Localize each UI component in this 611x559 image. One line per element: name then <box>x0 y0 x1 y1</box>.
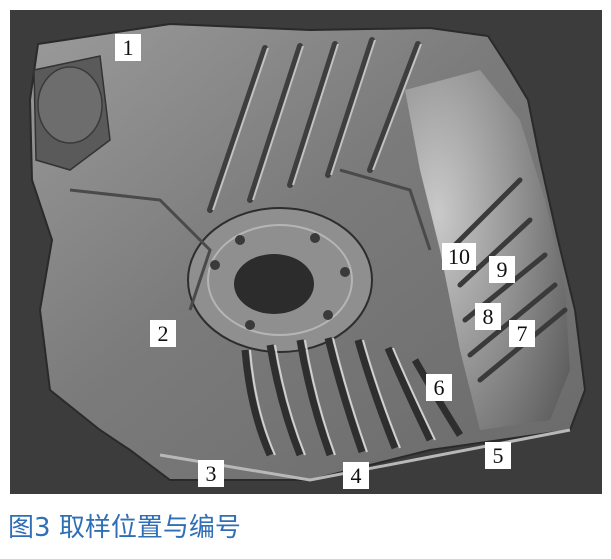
flange-holes <box>210 233 350 330</box>
casting-figure: 1 2 3 4 5 6 7 8 9 10 <box>10 10 602 494</box>
sample-label-10: 10 <box>442 243 476 270</box>
sample-label-4: 4 <box>343 462 369 489</box>
sample-label-5: 5 <box>485 442 511 469</box>
sample-label-7: 7 <box>509 320 535 347</box>
central-bore <box>234 254 314 314</box>
sample-label-1: 1 <box>115 34 141 61</box>
figure-caption: 图3 取样位置与编号 <box>8 508 241 548</box>
sample-label-2: 2 <box>150 320 176 347</box>
figure-title: 取样位置与编号 <box>58 513 241 543</box>
sample-label-3: 3 <box>198 460 224 487</box>
top-ribs <box>207 37 421 213</box>
sample-label-8: 8 <box>475 303 501 330</box>
sample-label-6: 6 <box>426 374 452 401</box>
left-boss <box>37 66 103 144</box>
figure-number: 图3 <box>8 513 51 543</box>
casting-render <box>28 22 587 482</box>
sample-label-9: 9 <box>489 256 515 283</box>
